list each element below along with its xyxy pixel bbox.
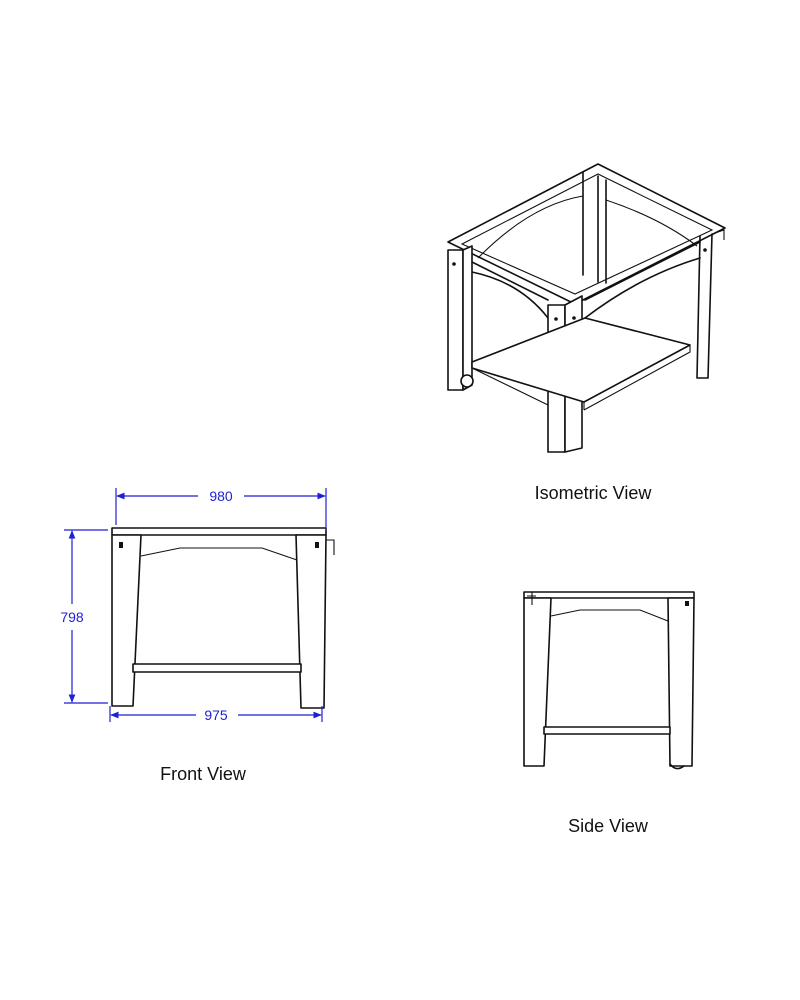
front-stretcher <box>132 663 302 673</box>
front-bolt-right <box>315 542 319 548</box>
front-right-leg <box>295 534 327 709</box>
side-view-caption: Side View <box>568 816 649 836</box>
side-bolt <box>685 601 689 606</box>
side-apron-arch <box>550 609 669 622</box>
iso-bolt <box>572 316 576 320</box>
iso-caster-wheel <box>460 374 474 388</box>
side-caster <box>669 763 685 770</box>
iso-bolt <box>554 317 558 321</box>
iso-front-apron-left <box>471 261 549 319</box>
iso-left-leg-side <box>462 245 473 391</box>
front-view-caption: Front View <box>160 764 247 784</box>
side-right-leg <box>667 597 695 767</box>
front-view: 980 798 975 Front View <box>60 488 335 784</box>
iso-back-apron-left <box>477 195 584 259</box>
iso-bottom-shelf <box>471 317 691 403</box>
front-top-rail <box>111 527 327 536</box>
front-bolt-left <box>119 542 123 548</box>
iso-left-leg <box>447 249 464 391</box>
side-left-leg <box>523 597 552 767</box>
iso-back-apron-right <box>605 199 698 247</box>
iso-back-leg-center <box>582 171 607 284</box>
iso-bolt <box>703 248 707 252</box>
iso-shelf-edges <box>471 345 691 411</box>
side-stretcher <box>543 726 671 735</box>
dim-top-width-label: 980 <box>209 488 233 504</box>
front-apron-arch <box>140 547 298 561</box>
iso-bolt <box>452 262 456 266</box>
front-left-leg <box>111 534 142 707</box>
iso-hook-bracket <box>711 229 725 240</box>
side-view: Side View <box>523 591 695 836</box>
iso-top-frame-inner <box>460 173 714 295</box>
iso-top-frame-outer <box>447 163 726 305</box>
iso-right-back-leg <box>696 233 713 379</box>
side-top-rail <box>523 591 695 599</box>
iso-front-apron-right <box>584 241 701 319</box>
isometric-view: Isometric View <box>447 163 726 503</box>
front-side-bracket <box>326 539 335 555</box>
dim-bottom-width-label: 975 <box>204 707 228 723</box>
isometric-view-caption: Isometric View <box>535 483 653 503</box>
dim-height-label: 798 <box>60 609 84 625</box>
side-hook <box>527 592 536 605</box>
